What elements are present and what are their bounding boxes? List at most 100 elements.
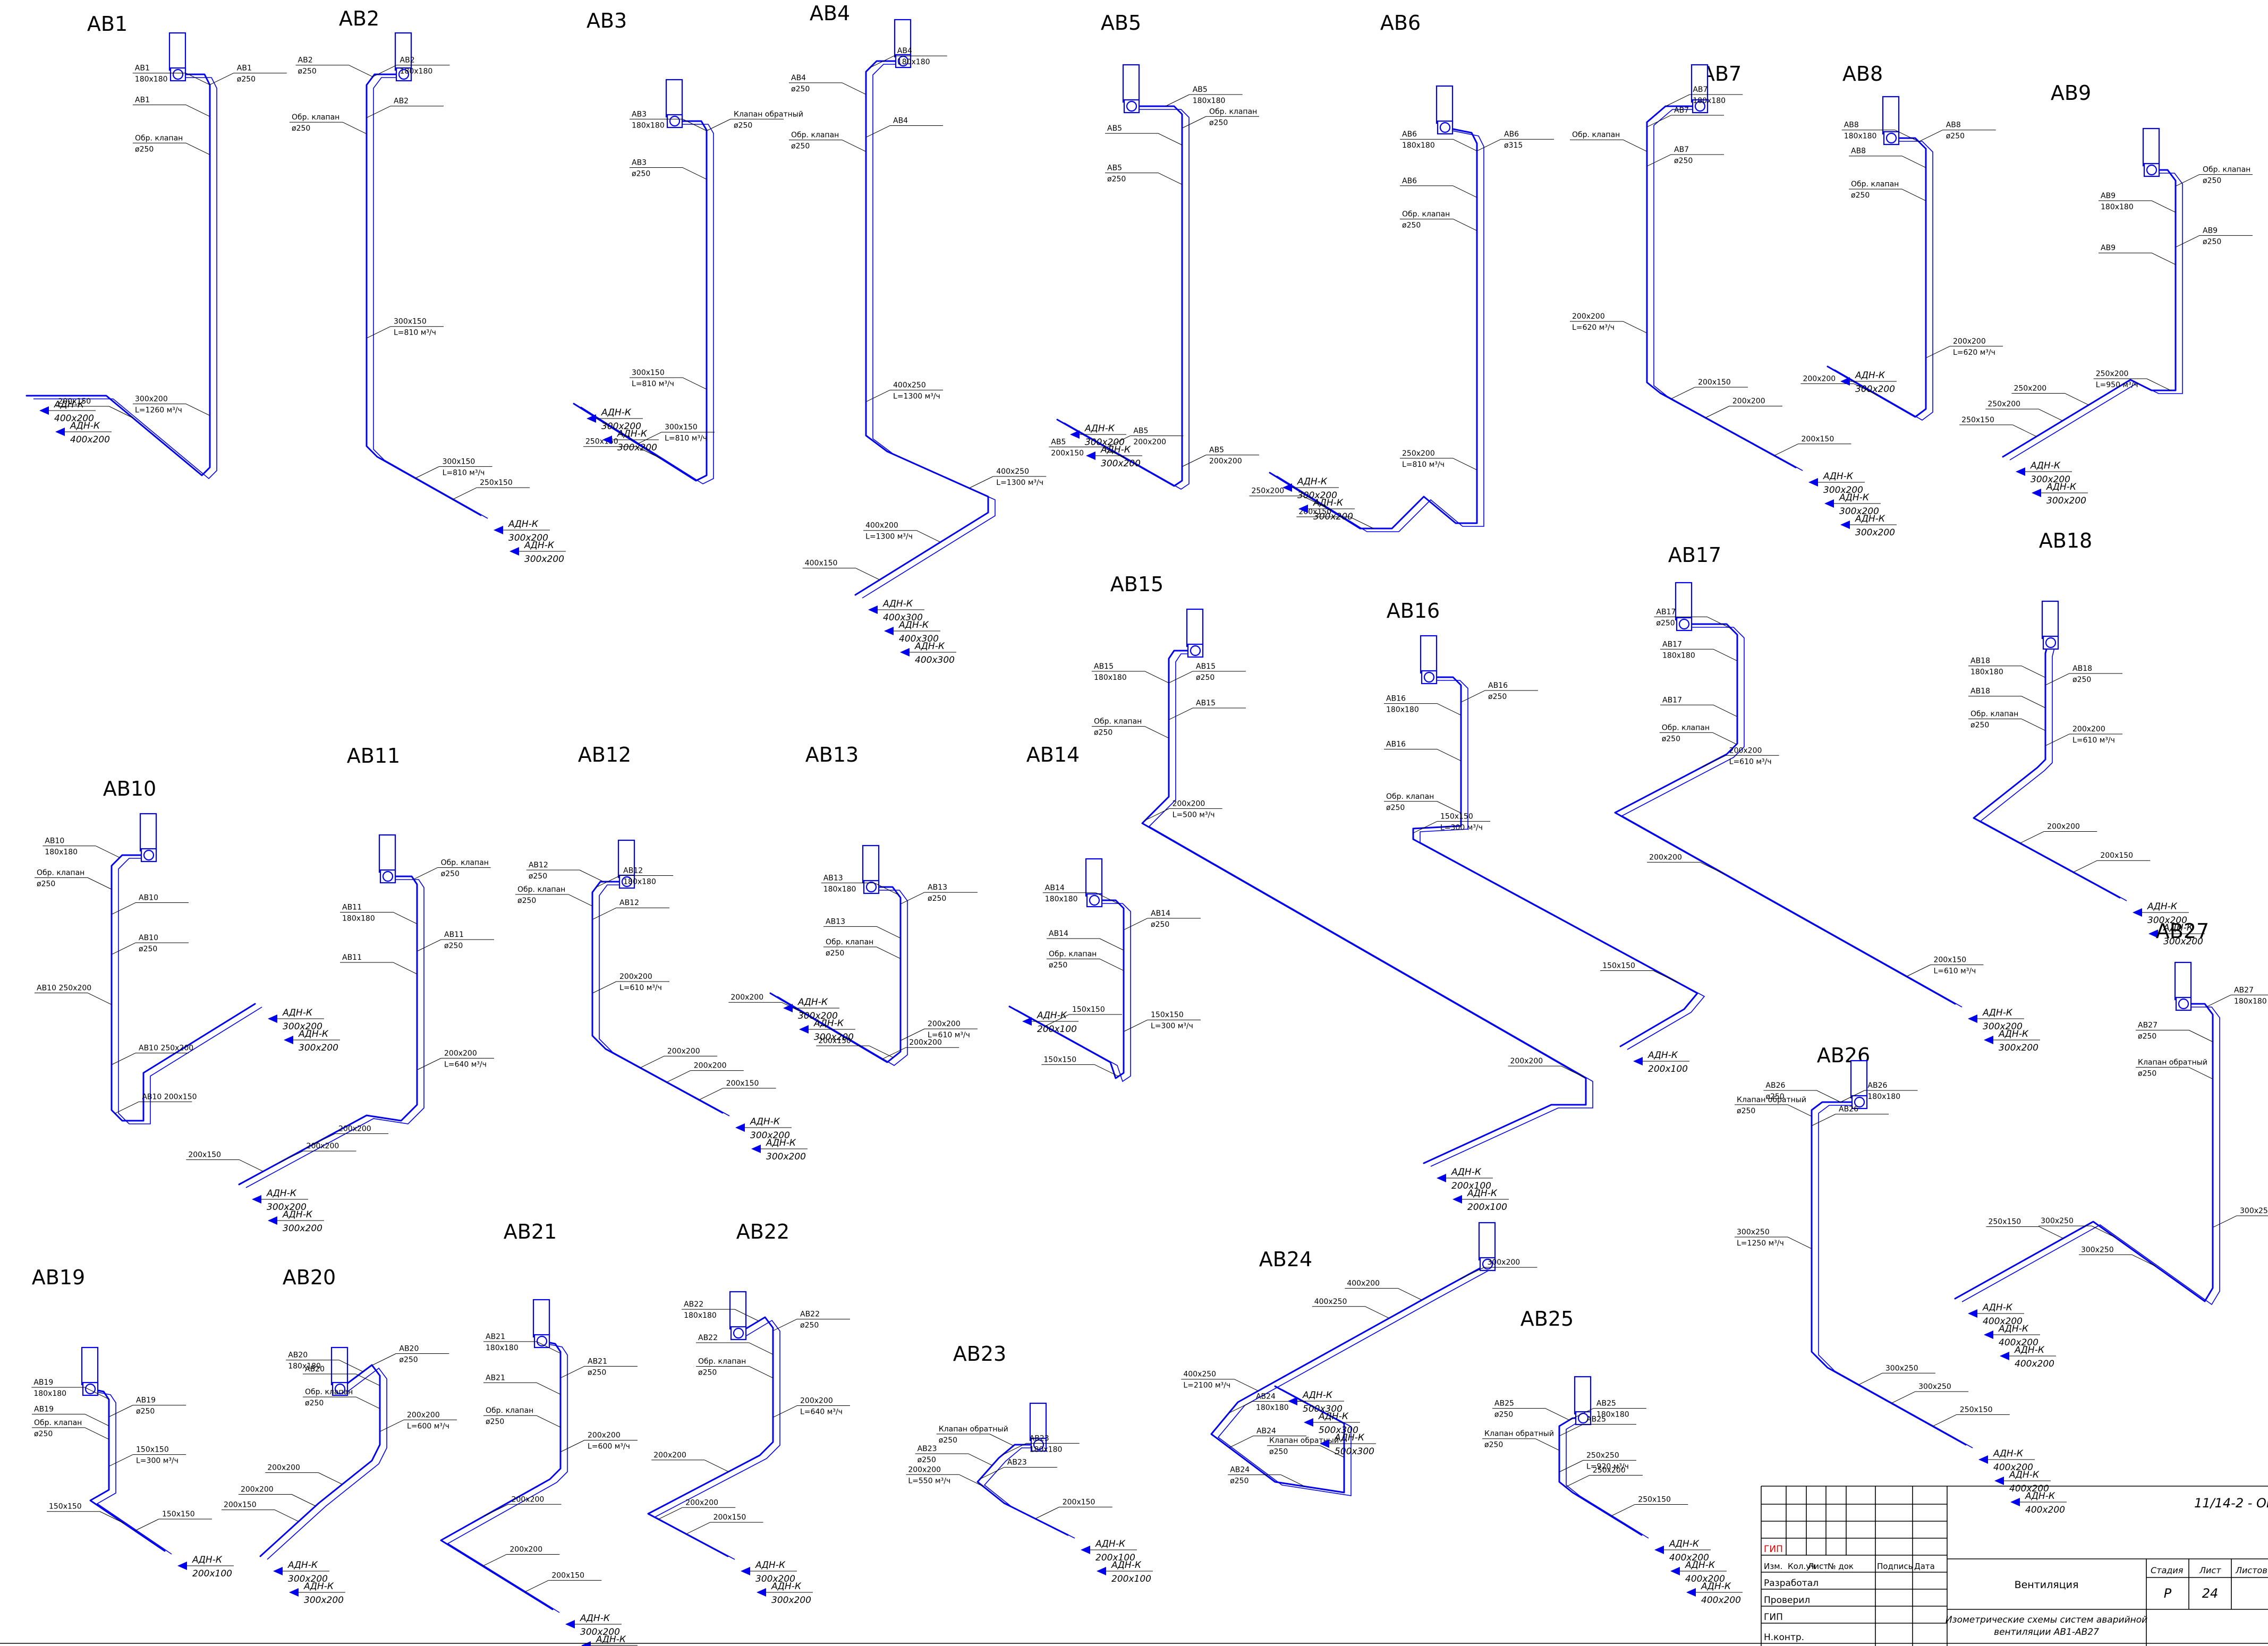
system-title: АВ9 xyxy=(2051,81,2091,105)
callout: 400х200 xyxy=(1345,1280,1422,1301)
duct-inner-edge xyxy=(33,77,217,480)
duct-outer-edge xyxy=(1811,1101,1967,1446)
leader-line xyxy=(1280,1474,1305,1487)
callout-sublabel: ø250 xyxy=(1151,920,1169,929)
callout-sublabel: ø250 xyxy=(1094,729,1112,737)
callout-label: 200х150 xyxy=(713,1513,746,1522)
duct-outer-edge xyxy=(769,886,902,1063)
duct-inner-edge xyxy=(447,1344,568,1613)
fan-size: 300х200 xyxy=(2147,915,2187,926)
callout: 250х150 xyxy=(1986,1218,2063,1239)
duct-outer-edge xyxy=(1558,1417,1643,1536)
duct-inner-edge xyxy=(245,879,424,1188)
leader-line xyxy=(1320,1445,1345,1458)
leader-line xyxy=(1158,173,1183,185)
leader-line xyxy=(1102,447,1126,459)
callout-label: АВ1 xyxy=(237,64,252,73)
duct-inner-edge xyxy=(1961,1007,2220,1306)
callout-label: 300х250 xyxy=(1737,1228,1770,1236)
fan-type: АДН-К xyxy=(303,1581,334,1592)
callout: 250х150 xyxy=(1959,416,2037,437)
callout: 250х200 xyxy=(2011,384,2089,405)
fan-type: АДН-К xyxy=(1982,1302,2013,1313)
callout-label: 200х200 xyxy=(928,1020,961,1028)
callout-sublabel: ø250 xyxy=(1402,221,1421,229)
callout-label: Обр. клапан xyxy=(1209,107,1257,116)
valve-disc-icon xyxy=(1033,1439,1044,1451)
leader-line xyxy=(1713,649,1738,661)
callout-label: 250х150 xyxy=(1638,1495,1671,1504)
callout-sublabel: ø250 xyxy=(2203,237,2221,246)
duct-outer-edge xyxy=(259,1364,381,1557)
fan-size: 300х200 xyxy=(2163,936,2203,947)
duct-inner-edge xyxy=(862,64,996,599)
head-izm: Изм. xyxy=(1764,1562,1782,1571)
fan-size: 400х300 xyxy=(883,612,923,623)
fan-arrow-icon xyxy=(1452,1195,1462,1204)
fan-size: 400х200 xyxy=(70,434,110,445)
leader-line xyxy=(2045,734,2070,746)
callout-sublabel: 180х180 xyxy=(400,67,433,76)
callout: 150х150 xyxy=(46,1503,124,1524)
leader-line xyxy=(640,1055,665,1068)
callout-label: АВ4 xyxy=(897,47,912,55)
callout: АВ8 xyxy=(1849,147,1926,168)
fan-arrow-icon xyxy=(565,1620,575,1628)
callout-sublabel: 180х180 xyxy=(623,877,656,886)
valve-disc-icon xyxy=(536,1335,548,1347)
fan-type: АДН-К xyxy=(771,1581,802,1592)
fan-arrow-icon xyxy=(268,1216,277,1225)
valve-disc-icon xyxy=(865,881,877,893)
leader-line xyxy=(1234,1379,1259,1392)
title-block-col-sheets: Листов xyxy=(2235,1565,2267,1575)
callout-sublabel: 180х180 xyxy=(342,914,375,923)
fan-size: 300х200 xyxy=(1297,490,1337,501)
callout-label: АВ13 xyxy=(928,883,947,892)
callout-label: АВ3 xyxy=(632,159,647,167)
callout-sublabel: 180х180 xyxy=(288,1362,321,1371)
callout-sublabel: 180х180 xyxy=(1970,668,2003,677)
fan-arrow-icon xyxy=(1320,1439,1329,1448)
leader-line xyxy=(1452,139,1477,151)
callout: 300х250 xyxy=(1891,1383,1969,1404)
callout-sublabel: 180х180 xyxy=(135,75,168,84)
grille-box xyxy=(532,1299,550,1338)
callout-sublabel: ø250 xyxy=(529,872,547,881)
callout-label: АВ2 xyxy=(394,97,409,106)
leader-line xyxy=(1349,516,1374,529)
leader-line xyxy=(1144,671,1169,684)
fan-size: 300х200 xyxy=(299,1043,338,1053)
valve-disc-icon xyxy=(2146,164,2157,176)
fan-type: АДН-К xyxy=(601,407,632,418)
grille-box xyxy=(168,32,186,71)
callout: 200х200 xyxy=(1647,853,1725,874)
callout-label: АВ8 xyxy=(1851,147,1866,156)
system-title: АВ13 xyxy=(805,743,859,766)
callout-sublabel: L=610 м³/ч xyxy=(1933,967,1976,976)
valve-disc-icon xyxy=(1126,100,1137,112)
leader-line xyxy=(291,1494,316,1506)
leader-line xyxy=(524,1580,549,1592)
